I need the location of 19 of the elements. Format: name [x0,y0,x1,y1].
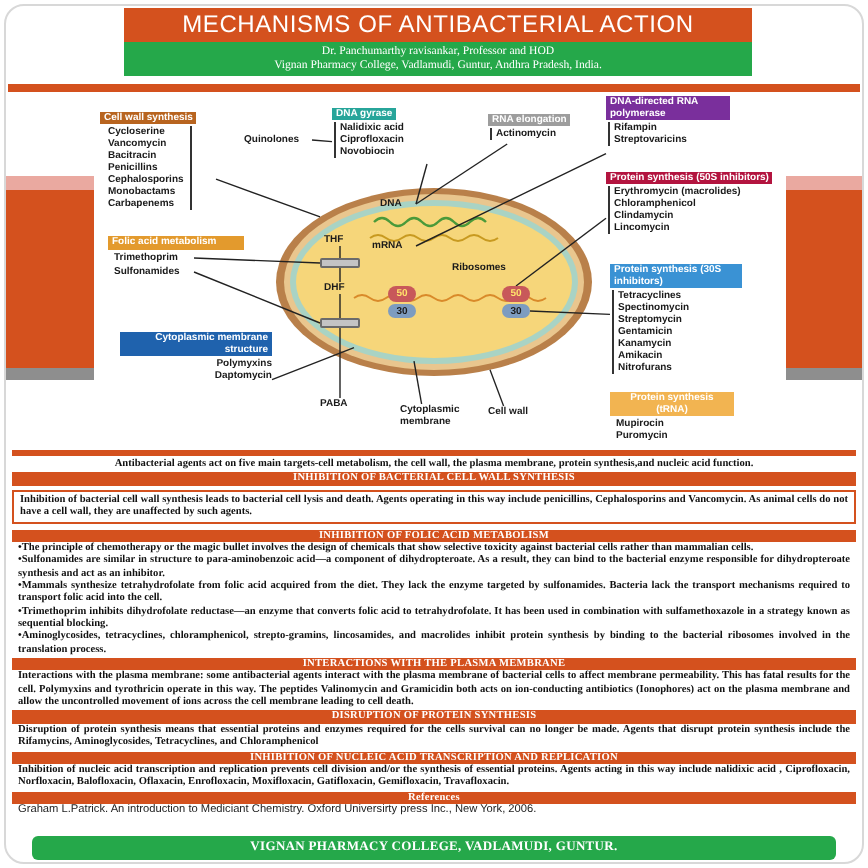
leader-line [415,152,607,247]
leader-line [339,245,341,259]
leader-line [311,139,333,143]
leader-line [193,271,321,324]
leader-line [339,267,341,283]
leader-line [193,257,321,264]
enzyme-block [320,258,360,268]
leader-line [339,293,341,319]
leader-line [339,327,341,399]
leader-line [415,163,428,205]
leader-line [413,360,423,405]
leader-line [529,310,611,316]
leader-line [515,217,607,287]
leader-line [415,143,508,205]
leader-line [271,346,355,381]
leader-line [489,369,505,407]
enzyme-block [320,318,360,328]
leader-line [215,178,321,218]
title-banner: MECHANISMS OF ANTIBACTERIAL ACTION [124,8,752,42]
